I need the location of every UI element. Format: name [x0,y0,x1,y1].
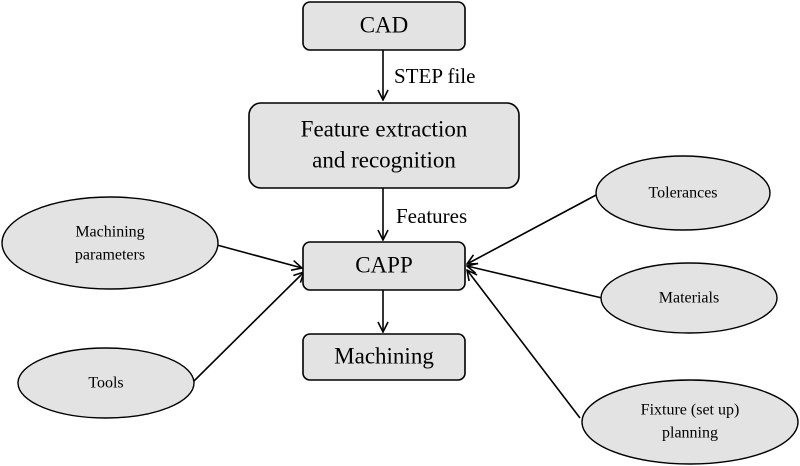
node-fixture-line2: planning [662,425,718,442]
node-fixture-planning: Fixture (set up) planning [581,379,799,465]
edge-fixture-to-capp [467,270,581,419]
node-machining-params-line1: Machining [75,224,144,241]
node-feature-line2: and recognition [312,147,456,172]
node-machining-label: Machining [334,343,434,368]
node-machining-parameters: Machining parameters [1,196,219,290]
edge-machining-params-to-capp [216,244,302,268]
node-tolerances-label: Tolerances [648,185,717,202]
edge-materials-to-capp [467,266,603,299]
edge-tolerances-to-capp [467,193,599,264]
node-tools-label: Tools [88,375,123,392]
node-capp: CAPP [302,241,466,291]
node-machining-params-line2: parameters [75,247,145,264]
node-cad: CAD [302,1,466,51]
node-feature-line1: Feature extraction [301,116,468,141]
node-materials: Materials [600,262,778,334]
edge-tools-to-capp [192,272,304,383]
node-fixture-line1: Fixture (set up) [641,402,740,419]
node-cad-label: CAD [360,12,409,37]
node-materials-label: Materials [659,290,719,307]
edge-label-step-file: STEP file [394,64,475,88]
node-tools: Tools [17,347,195,419]
edge-label-features: Features [396,204,467,228]
node-capp-label: CAPP [355,252,413,277]
node-feature-extraction: Feature extraction and recognition [248,102,520,189]
node-machining: Machining [302,333,466,381]
node-tolerances: Tolerances [595,155,771,231]
